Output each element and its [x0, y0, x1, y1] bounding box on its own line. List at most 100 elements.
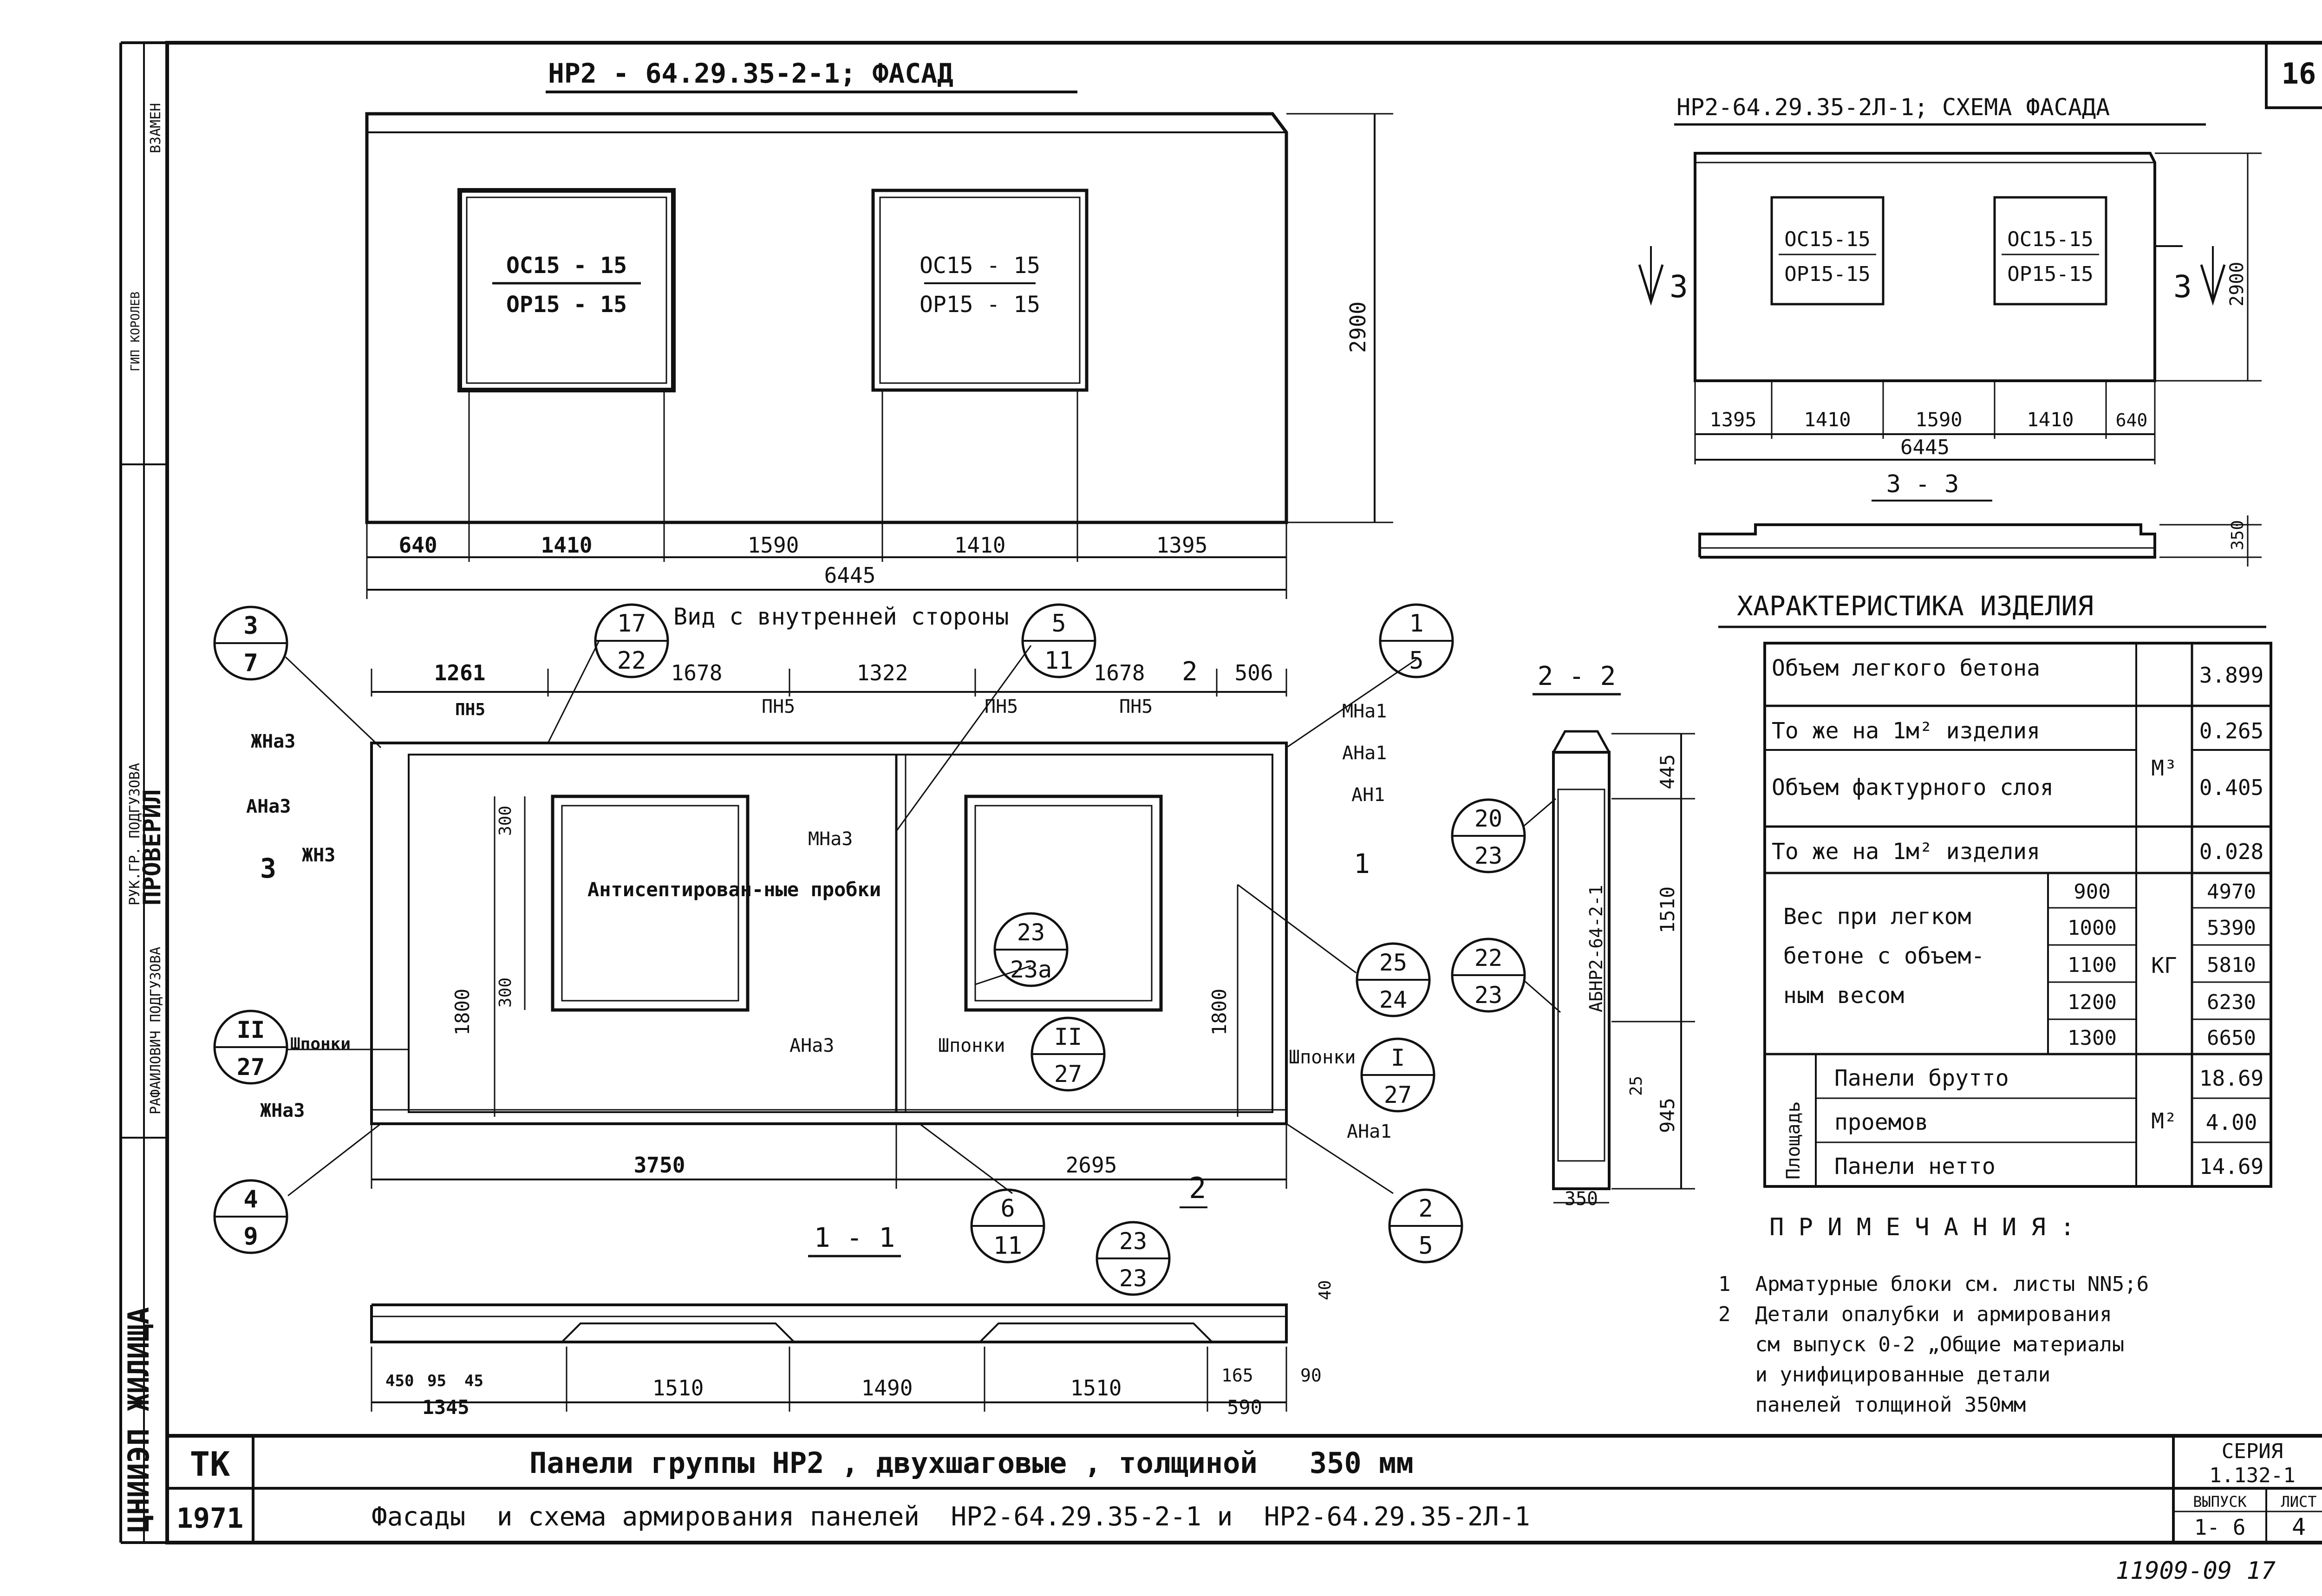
sheet-frame [119, 41, 2322, 1544]
facade-window-1-bottom: ОР15 - 15 [506, 292, 627, 318]
tb-sheet-label: ЛИСТ [2281, 1493, 2316, 1511]
section-1-1-dim-2: 1510 [652, 1375, 704, 1401]
tb-year: 1971 [176, 1502, 244, 1535]
internal-top-dim-3: 1322 [857, 660, 908, 685]
char-row-4-label: То же на 1м² изделия [1772, 839, 2040, 865]
label-ana3-left: АНа3 [246, 796, 291, 817]
internal-bottom-dim-2: 2695 [1066, 1153, 1117, 1178]
callout-23-23: 23 23 [1096, 1221, 1171, 1296]
scheme-section-mark-left: 3 [1670, 269, 1688, 305]
callout-25-24-bottom: 24 [1379, 986, 1407, 1013]
char-weight-label-2: бетоне с объем- [1783, 943, 1984, 969]
callout-17-22-top: 17 [617, 610, 646, 638]
internal-view: Вид с внутренней стороны 1261 1678 1322 … [246, 603, 1417, 1208]
section-1-1-small-165: 165 [1221, 1365, 1253, 1386]
char-weight-unit: КГ [2151, 953, 2177, 978]
scheme-dim-5: 640 [2116, 410, 2148, 430]
callout-6-11-top: 6 [1000, 1195, 1015, 1223]
section-2-2-dim-25: 25 [1627, 1076, 1646, 1096]
char-row-3-value: 0.405 [2199, 775, 2263, 800]
label-mna3: МНа3 [808, 828, 853, 850]
facade-title: НР2 - 64.29.35-2-1; ФАСАД [548, 58, 953, 89]
callout-2-5: 2 5 [1388, 1188, 1463, 1264]
notes-line-2: 2 Детали опалубки и армирования [1718, 1303, 2112, 1326]
char-weight-1: 4970 [2207, 880, 2256, 904]
callout-2-5-bottom: 5 [1418, 1232, 1433, 1260]
facade-total: 6445 [824, 563, 876, 588]
char-area-3-label: Панели нетто [1834, 1153, 1996, 1179]
stamp-number: 11909-09 17 [2116, 1557, 2276, 1585]
callout-ii-27-center-bottom: 27 [1054, 1061, 1082, 1088]
callout-22-23-bottom: 23 [1474, 982, 1502, 1009]
scheme-total: 6445 [1900, 436, 1950, 459]
char-row-2-value: 0.265 [2199, 718, 2263, 743]
char-row-1-value: 3.899 [2199, 663, 2263, 688]
internal-window-2 [964, 795, 1163, 1012]
strip-checked: ПРОВЕРИЛ [138, 789, 166, 905]
label-pn5-b: ПН5 [762, 696, 795, 717]
scheme-window-2-top: ОС15-15 [2007, 228, 2093, 251]
callout-i-27: I 27 [1360, 1037, 1435, 1113]
scheme-section-mark-right: 3 [2173, 269, 2192, 305]
char-row-4-value: 0.028 [2199, 839, 2263, 864]
char-area-1-value: 18.69 [2199, 1066, 2263, 1091]
label-shponki-center: Шпонки [938, 1035, 1005, 1056]
char-weight-4: 6230 [2207, 990, 2256, 1014]
section-1-1-dim-5: 590 [1227, 1396, 1262, 1419]
facade-window-2-bottom: ОР15 - 15 [920, 292, 1040, 318]
section-1-1-small-95: 95 [427, 1372, 446, 1390]
char-density-5: 1300 [2068, 1026, 2117, 1050]
scheme-window-1-top: ОС15-15 [1784, 228, 1870, 251]
callout-25-24-top: 25 [1379, 949, 1407, 976]
scheme-dim-3: 1590 [1915, 408, 1962, 431]
scheme-window-2 [1993, 196, 2107, 306]
label-zhn3: ЖН3 [302, 845, 335, 866]
callout-6-11-bottom: 11 [993, 1232, 1023, 1260]
label-pn5-d: ПН5 [1119, 696, 1153, 717]
section-2-2-outline [1552, 751, 1611, 1190]
callout-5-11-top: 5 [1051, 610, 1066, 638]
section-1-1-small-450: 450 [385, 1372, 414, 1390]
label-mna1: МНа1 [1342, 701, 1387, 722]
callout-20-23: 20 23 [1451, 798, 1526, 873]
section-1-1-dim-3: 1490 [861, 1375, 913, 1401]
scheme-window-2-bottom: ОР15-15 [2007, 262, 2093, 286]
scheme-section-title: 3 - 3 [1886, 470, 1959, 498]
callout-6-11: 6 11 [970, 1188, 1045, 1264]
tb-issue: 1- 6 [2194, 1515, 2246, 1540]
label-shponki-right: Шпонки [1289, 1047, 1356, 1068]
tb-line-1: Панели группы НР2 , двухшаговые , толщин… [529, 1446, 1414, 1480]
callout-23-23-bottom: 23 [1119, 1265, 1147, 1292]
callout-1-5-top: 1 [1409, 610, 1423, 638]
internal-height-2: 1800 [1208, 989, 1231, 1036]
char-weight-2: 5390 [2207, 916, 2256, 940]
callout-ii-27-center-top: II [1054, 1023, 1082, 1050]
callout-4-9: 4 9 [213, 1179, 288, 1254]
callout-3-7: 3 7 [213, 606, 288, 681]
section-1-1: 1 - 1 1345 1510 1490 1510 590 450 95 45 … [370, 1222, 1335, 1419]
label-zhna3-top: ЖНа3 [251, 731, 295, 752]
facade-dim-1: 640 [398, 533, 437, 558]
callout-23-23-top: 23 [1119, 1228, 1147, 1255]
char-area-label: Площадь [1783, 1101, 1804, 1179]
label-ana1-top: АНа1 [1342, 743, 1387, 764]
internal-height-1: 1800 [451, 989, 474, 1036]
characteristics-table: ХАРАКТЕРИСТИКА ИЗДЕЛИЯ Объем легкого бет… [1718, 590, 2272, 1188]
callout-5-11: 5 11 [1021, 603, 1096, 678]
scheme-dim-2: 1410 [1804, 408, 1851, 431]
callout-3-7-bottom: 7 [243, 649, 258, 677]
callout-3-7-top: 3 [243, 612, 258, 640]
strip-names: РАФАИЛОВИЧ ПОДГУЗОВА [148, 947, 164, 1114]
section-2-2-dim-350: 350 [1565, 1188, 1598, 1210]
char-row-1-label: Объем легкого бетона [1772, 655, 2040, 681]
internal-top-dim-5: 506 [1234, 660, 1273, 685]
callout-5-11-bottom: 11 [1044, 647, 1074, 675]
callout-22-23-top: 22 [1474, 945, 1502, 971]
facade-window-1 [457, 188, 676, 392]
char-row-3-label: Объем фактурного слоя [1772, 775, 2054, 801]
callout-1-5: 1 5 [1379, 603, 1454, 678]
callout-4-9-bottom: 9 [243, 1223, 258, 1251]
callout-25-24: 25 24 [1356, 942, 1431, 1017]
facade-dim-2: 1410 [541, 533, 593, 558]
